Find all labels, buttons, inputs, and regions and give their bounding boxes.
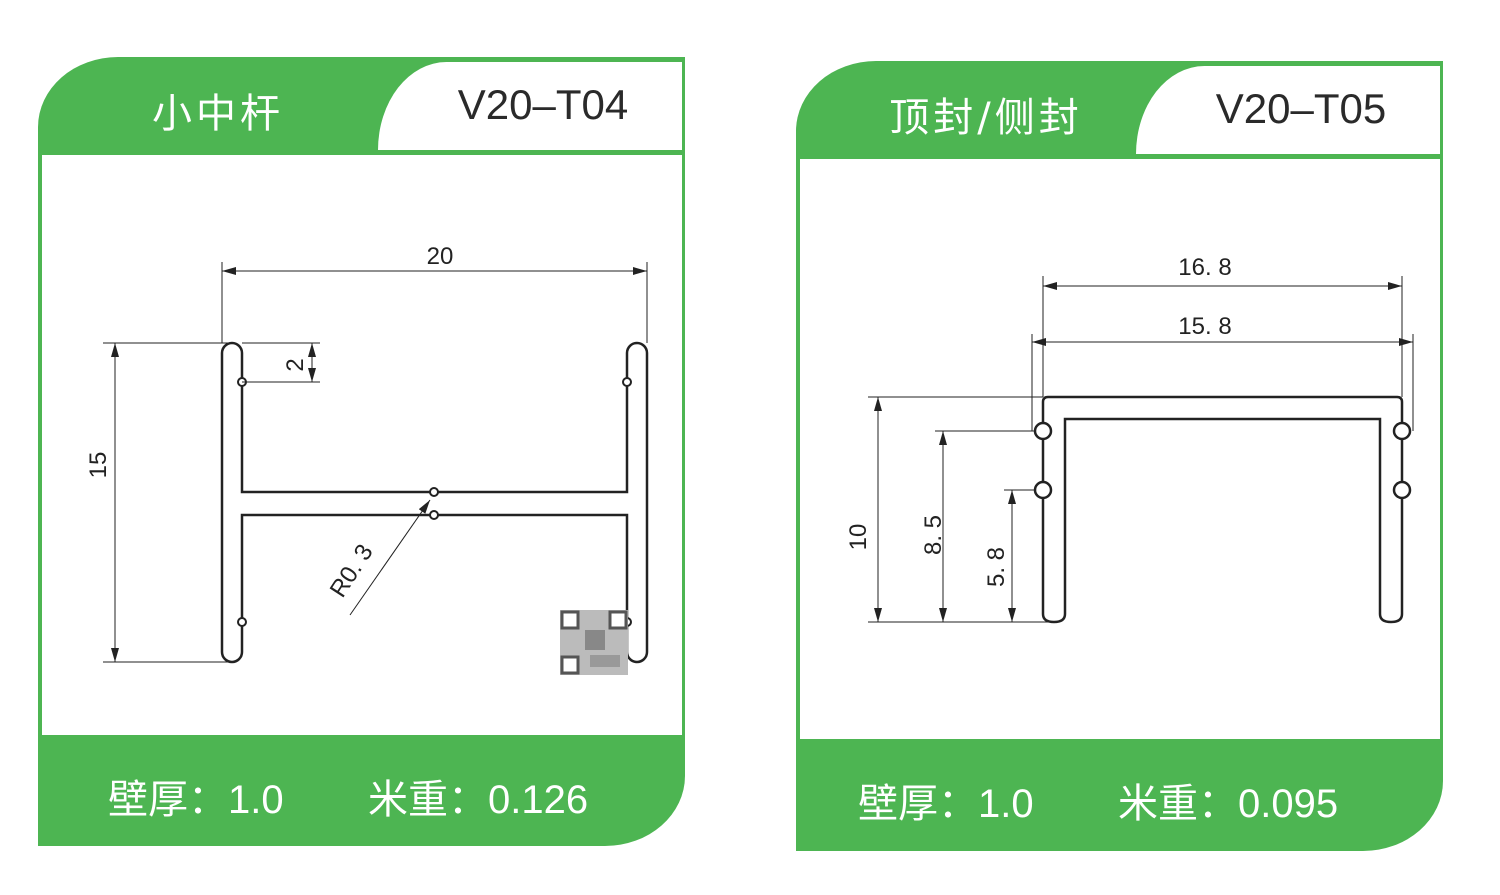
product-name: 顶封/侧封 <box>889 95 1083 141</box>
meter-weight-label: 米重： <box>1118 782 1238 826</box>
dim-mid-height: 8. 5 <box>920 515 947 555</box>
wall-thickness-label: 壁厚： <box>858 782 978 826</box>
meter-weight-label: 米重： <box>368 778 488 822</box>
dim-width: 20 <box>427 243 454 270</box>
dim-outer-width: 16. 8 <box>1178 254 1231 281</box>
drawing-area <box>800 159 1440 739</box>
h-profile-drawing <box>103 262 649 664</box>
wall-thickness-label: 壁厚： <box>108 778 228 822</box>
dim-notch: 2 <box>282 358 309 371</box>
product-code-tab <box>1136 66 1440 154</box>
meter-weight: 米重：0.095 <box>1118 771 1338 829</box>
wall-thickness: 壁厚：1.0 <box>858 771 1034 829</box>
product-code: V20–T04 <box>457 81 629 128</box>
meter-weight-value: 0.095 <box>1238 782 1339 826</box>
product-card-v20-t05: 顶封/侧封 V20–T05 壁厚：1.0 米重：0.095 <box>796 61 1443 851</box>
wall-thickness: 壁厚：1.0 <box>108 767 284 825</box>
u-profile-drawing <box>868 276 1414 624</box>
dim-height: 15 <box>85 452 112 479</box>
u-profile-outline <box>1041 395 1404 624</box>
meter-weight-value: 0.126 <box>488 778 589 822</box>
dim-radius: R0. 3 <box>325 540 379 603</box>
product-code-tab <box>378 62 682 150</box>
dim-low-height: 5. 8 <box>983 547 1010 587</box>
qr-code <box>560 610 628 675</box>
product-code: V20–T05 <box>1215 85 1387 132</box>
dim-height: 10 <box>845 524 872 551</box>
wall-thickness-value: 1.0 <box>978 782 1034 826</box>
h-profile-outline <box>220 341 649 664</box>
product-name: 小中杆 <box>152 91 284 137</box>
wall-thickness-value: 1.0 <box>228 778 284 822</box>
meter-weight: 米重：0.126 <box>368 767 588 825</box>
dim-inner-width: 15. 8 <box>1178 313 1231 340</box>
product-card-v20-t04: 小中杆 V20–T04 壁厚：1.0 米重：0.126 <box>38 57 685 846</box>
